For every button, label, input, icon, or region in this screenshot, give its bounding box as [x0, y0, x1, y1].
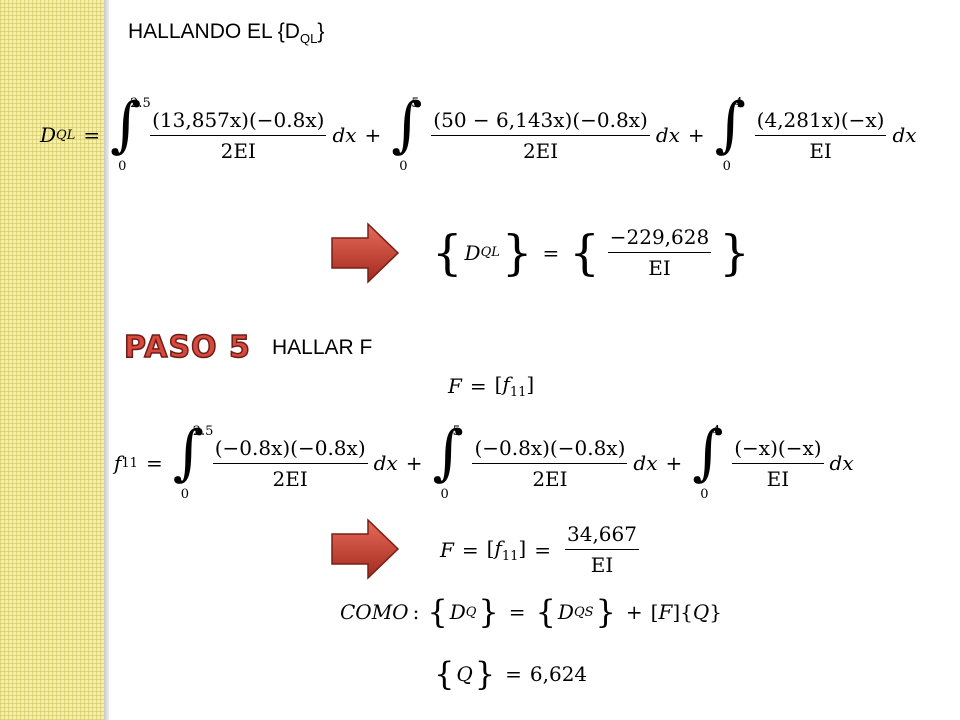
result1-var: D [464, 240, 481, 265]
right-arrow-icon [331, 518, 400, 580]
right-brace: } [595, 593, 616, 631]
eq3-plus-2: + [665, 451, 683, 475]
right-brace: } [478, 593, 499, 631]
eq1-plus-1: + [364, 123, 382, 147]
right-arrow-icon [331, 222, 400, 284]
paso-label: PASO 5 [123, 329, 251, 366]
eq1-term2-fraction: (50 − 6,143x)(−0.8x)2EI [431, 107, 650, 163]
eq1-plus-2: + [687, 123, 705, 147]
eq1-term1-fraction: (13,857x)(−0.8x)2EI [150, 107, 327, 163]
eq3-equals: = [145, 451, 163, 475]
como-DQS-sub: QS [573, 604, 594, 620]
eq3-lhs-sub: 11 [121, 455, 138, 471]
como-D: D [449, 600, 466, 624]
eq3-term1-dx: dx [373, 451, 398, 475]
right-brace: } [474, 655, 496, 693]
result2-equals-1: = [461, 537, 479, 562]
left-brace: { [535, 593, 556, 631]
como-equals: = [508, 600, 526, 624]
left-brace: { [432, 224, 463, 281]
como-Q-brace: {Q} [680, 600, 723, 624]
eq3-lhs-var: f [114, 451, 122, 475]
como-DQS: D [557, 600, 574, 624]
sidebar-decoration [0, 0, 104, 720]
eq3-term3-fraction: (−x)(−x)EI [732, 435, 824, 491]
right-brace: } [719, 224, 750, 281]
eq3-term3-dx: dx [829, 451, 854, 475]
left-brace: { [569, 224, 600, 281]
como-label: COMO [340, 600, 409, 624]
heading-subscript: QL [299, 31, 318, 47]
eq2-equals: = [469, 374, 487, 398]
eq3-term1-fraction: (−0.8x)(−0.8x)2EI [212, 435, 368, 491]
right-brace: } [501, 224, 533, 281]
result2-F: F [440, 537, 454, 562]
heading-hallando: HALLANDO EL {DQL} [128, 20, 324, 46]
q-value: 6,624 [529, 662, 588, 686]
result2-bracket: [f11] [486, 535, 527, 564]
como-F-bracket: [F] [650, 600, 681, 624]
eq1-term1-dx: dx [332, 123, 357, 147]
q-equals: = [505, 662, 522, 686]
eq3-term2-dx: dx [633, 451, 658, 475]
result1-sub: QL [480, 245, 500, 260]
q-var: Q [456, 662, 473, 686]
eq1-equals: = [83, 123, 101, 147]
result2-equals-2: = [534, 537, 551, 562]
eq1-term3-fraction: (4,281x)(−x)EI [754, 107, 887, 163]
left-brace: { [434, 655, 455, 693]
eq1-term3-dx: dx [892, 123, 917, 147]
heading-hallar-f: HALLAR F [272, 336, 373, 359]
result1-equals: = [542, 240, 560, 265]
left-brace: { [427, 593, 448, 631]
eq1-lhs-sub: QL [56, 127, 76, 143]
eq2-bracket: [f11] [494, 372, 535, 400]
eq3-term2-fraction: (−0.8x)(−0.8x)2EI [472, 435, 628, 491]
eq2-F: F [448, 374, 462, 398]
eq3-plus-1: + [405, 451, 423, 475]
eq1-term2-dx: dx [655, 123, 680, 147]
heading-text: HALLANDO EL {D [128, 20, 300, 43]
como-colon: : [412, 600, 420, 624]
q-result: {Q} = 6,624 [432, 650, 587, 698]
sidebar-edge [104, 0, 109, 720]
como-D-sub: Q [465, 604, 477, 620]
eq1-lhs-var: D [40, 123, 57, 147]
heading-text-end: } [317, 20, 325, 43]
equation-f: F = [f11] [448, 372, 534, 400]
como-plus: + [625, 600, 643, 624]
